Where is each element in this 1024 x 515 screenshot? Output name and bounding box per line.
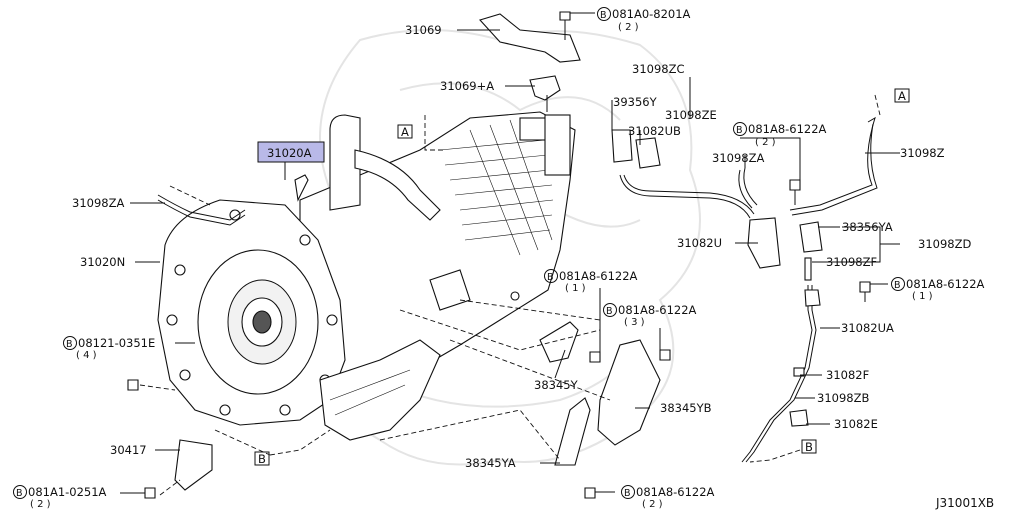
pipe-31098z-assembly: [611, 116, 878, 463]
label-31069-a: 31069+A: [440, 79, 494, 93]
ref-letter: A: [898, 89, 906, 103]
highlight-label: 31020A: [267, 146, 312, 160]
label-38345y: 38345Y: [534, 378, 579, 392]
bracket-30417: [174, 439, 213, 491]
bolt-mark: B: [600, 10, 607, 21]
bolt-qty: ( 1 ): [912, 291, 933, 302]
label-38345yb: 38345YB: [660, 401, 712, 415]
bolt-mark: B: [547, 272, 554, 283]
label-38345ya: 38345YA: [465, 456, 516, 470]
bolt-qty: ( 2 ): [618, 22, 639, 33]
label-31069: 31069: [405, 23, 442, 37]
bolt-qty: ( 2 ): [30, 499, 51, 510]
bolt-shapes: [127, 11, 871, 499]
bolt-callout-081a0-8201a: B 081A0-8201A ( 2 ): [597, 7, 691, 33]
bolt-callout-081a8-6122a-2: B 081A8-6122A ( 2 ): [733, 122, 827, 148]
label-31082ub: 31082UB: [628, 124, 681, 138]
bolt-qty: ( 2 ): [642, 499, 663, 510]
label-31082u: 31082U: [677, 236, 722, 250]
bolt-qty: ( 4 ): [76, 350, 97, 361]
bolt-mark: B: [894, 280, 901, 291]
bolt-callout-081a8-6122a-bottom: B 081A8-6122A ( 2 ): [621, 485, 715, 510]
bolt-mark: B: [16, 488, 23, 499]
label-31082f: 31082F: [826, 368, 869, 382]
ref-letter: A: [401, 125, 409, 139]
label-31098z: 31098Z: [900, 146, 945, 160]
diagram-code: J31001XB: [935, 496, 994, 510]
label-31098za-right: 31098ZA: [712, 151, 764, 165]
bolt-number: 081A8-6122A: [748, 122, 827, 136]
ref-box-b-left: B: [254, 451, 270, 466]
bolt-mark: B: [606, 306, 613, 317]
transmission-assembly: [157, 111, 576, 441]
ref-box-a-top: A: [894, 88, 910, 103]
flange-bolt-bosses: [166, 209, 338, 416]
label-31098ze: 31098ZE: [665, 108, 717, 122]
ref-box-b-right: B: [801, 439, 817, 454]
bolt-number: 081A8-6122A: [618, 303, 697, 317]
ref-box-a-left: A: [397, 124, 413, 139]
bolt-callout-081a8-6122a-right: B 081A8-6122A ( 1 ): [891, 277, 985, 302]
bolt-qty: ( 3 ): [624, 317, 645, 328]
label-31098zb: 31098ZB: [817, 391, 869, 405]
label-31098zc: 31098ZC: [632, 62, 685, 76]
bracket-31069: [479, 13, 581, 112]
bolt-qty: ( 2 ): [755, 137, 776, 148]
bolt-callout-08121-0351e: B 08121-0351E ( 4 ): [63, 336, 155, 361]
bolt-number: 081A8-6122A: [559, 269, 638, 283]
label-31082e: 31082E: [834, 417, 878, 431]
bolt-number: 081A0-8201A: [612, 7, 691, 21]
highlight-box: [257, 141, 325, 163]
ref-letter: B: [258, 452, 266, 466]
brackets-38345: [539, 321, 661, 466]
bolt-mark: B: [624, 488, 631, 499]
bolt-number: 081A8-6122A: [636, 485, 715, 499]
label-38356ya: 38356YA: [842, 220, 893, 234]
label-31098za-left: 31098ZA: [72, 196, 124, 210]
ref-letter: B: [805, 440, 813, 454]
bolt-mark: B: [736, 125, 743, 136]
dashed-guide-lines: [139, 94, 881, 496]
bolt-number: 081A8-6122A: [906, 277, 985, 291]
bolt-mark: B: [66, 339, 73, 350]
bolt-callout-081a8-6122a-mid: B 081A8-6122A ( 1 ): [544, 269, 638, 294]
bolt-qty: ( 1 ): [565, 283, 586, 294]
leader-lines: [120, 12, 900, 494]
label-31098zd: 31098ZD: [918, 237, 971, 251]
label-31098zf: 31098ZF: [826, 255, 877, 269]
label-39356y: 39356Y: [613, 95, 658, 109]
label-31082ua: 31082UA: [841, 321, 894, 335]
bolt-callout-081a8-6122a-3: B 081A8-6122A ( 3 ): [603, 303, 697, 328]
bolt-callout-081a1-0251a: B 081A1-0251A ( 2 ): [13, 485, 107, 510]
highlighted-part-31020a[interactable]: 31020A: [257, 141, 325, 163]
bolt-number: 081A1-0251A: [28, 485, 107, 499]
label-30417: 30417: [110, 443, 147, 457]
bolt-number: 08121-0351E: [78, 336, 155, 350]
pipe-31098za-left: [157, 194, 246, 226]
label-31020n: 31020N: [80, 255, 125, 269]
